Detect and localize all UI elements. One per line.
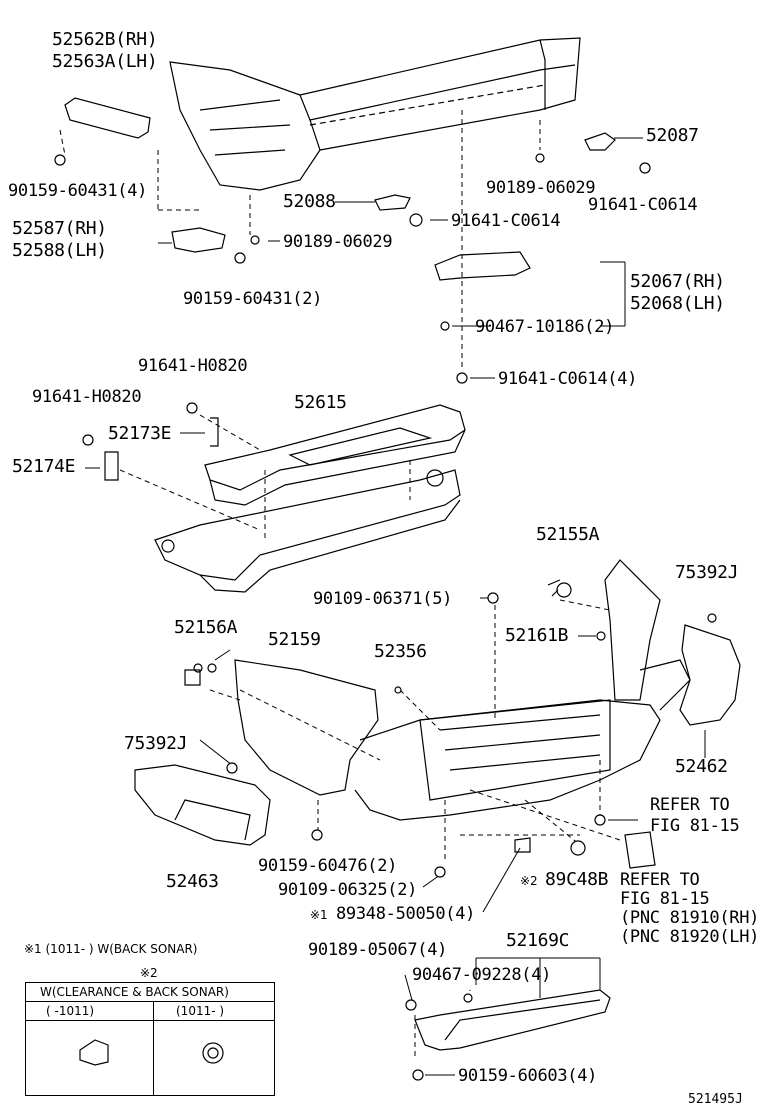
label-89C48B: 89C48B	[545, 869, 609, 890]
label-refer2-line3: (PNC 81910(RH)	[620, 908, 760, 928]
label-90189-06029-a: 90189-06029	[283, 232, 393, 252]
legend-header: W(CLEARANCE & BACK SONAR)	[40, 985, 229, 999]
label-52462: 52462	[675, 756, 728, 777]
label-52356: 52356	[374, 641, 427, 662]
label-refer2-line4: (PNC 81920(LH)	[620, 927, 760, 947]
bracket-52562B	[64, 97, 151, 139]
label-52159: 52159	[268, 629, 321, 650]
legend-header-row: W(CLEARANCE & BACK SONAR)	[26, 983, 274, 1002]
label-52463: 52463	[166, 871, 219, 892]
legend-divider	[153, 1002, 154, 1095]
bracket-52587	[171, 227, 226, 253]
cover-52462	[679, 624, 741, 726]
label-90467-10186: 90467-10186(2)	[475, 317, 615, 337]
legend-column-row: ( -1011) (1011- )	[26, 1002, 274, 1021]
label-52067: 52067(RH)	[630, 271, 725, 292]
legend-table: W(CLEARANCE & BACK SONAR) ( -1011) (1011…	[25, 982, 275, 1096]
bracket-52088	[374, 194, 411, 211]
label-52587: 52587(RH)	[12, 218, 107, 239]
reinforcement-52615	[204, 404, 466, 491]
legend-col-1: ( -1011)	[46, 1004, 95, 1018]
label-90189-05067: 90189-05067(4)	[308, 940, 448, 960]
label-52088: 52088	[283, 191, 336, 212]
label-52588: 52588(LH)	[12, 240, 107, 261]
bumper-cover-52159	[234, 659, 379, 796]
label-91641-C0614-4: 91641-C0614(4)	[498, 369, 638, 389]
label-52068: 52068(LH)	[630, 293, 725, 314]
label-91641-H0820-b: 91641-H0820	[32, 387, 142, 407]
label-52087: 52087	[646, 125, 699, 146]
label-91641-C0614-a: 91641-C0614	[451, 211, 561, 231]
label-91641-C0614-b: 91641-C0614	[588, 195, 698, 215]
label-90109-06325: 90109-06325(2)	[278, 880, 418, 900]
mark-1-89348: ※1	[310, 908, 328, 922]
label-52173E: 52173E	[108, 423, 172, 444]
label-52156A: 52156A	[174, 617, 238, 638]
cover-52463	[134, 764, 271, 846]
mark-2-89C48B: ※2	[520, 874, 538, 888]
label-75392J-a: 75392J	[675, 562, 739, 583]
label-52174E: 52174E	[12, 456, 76, 477]
label-52161B: 52161B	[505, 625, 569, 646]
label-90159-60431-2: 90159-60431(2)	[183, 289, 323, 309]
label-refer1-line1: REFER TO	[650, 795, 730, 815]
label-refer2-line2: FIG 81-15	[620, 889, 710, 909]
label-90159-60431-4: 90159-60431(4)	[8, 181, 148, 201]
label-90159-60603: 90159-60603(4)	[458, 1066, 598, 1086]
diagram-id: 521495J	[688, 1092, 743, 1107]
label-52563A: 52563A(LH)	[52, 51, 158, 72]
label-refer1-line2: FIG 81-15	[650, 816, 740, 836]
body-rear-panel	[169, 61, 321, 191]
label-89348-50050: 89348-50050(4)	[336, 904, 476, 924]
label-75392J-b: 75392J	[124, 733, 188, 754]
label-52562B: 52562B(RH)	[52, 29, 158, 50]
lower-beam	[154, 469, 461, 581]
legend-note-1: ※1 (1011- ) W(BACK SONAR)	[24, 942, 198, 956]
label-90159-60476: 90159-60476(2)	[258, 856, 398, 876]
label-91641-H0820-a: 91641-H0820	[138, 356, 248, 376]
label-90109-06371: 90109-06371(5)	[313, 589, 453, 609]
label-90467-09228: 90467-09228(4)	[412, 965, 552, 985]
label-52169C: 52169C	[506, 930, 570, 951]
legend-col-2: (1011- )	[176, 1004, 225, 1018]
label-refer2-line1: REFER TO	[620, 870, 700, 890]
label-90189-06029-b: 90189-06029	[486, 178, 596, 198]
step-52169C	[414, 989, 611, 1051]
bracket-52067	[434, 251, 531, 281]
label-52155A: 52155A	[536, 524, 600, 545]
bracket-52087	[584, 132, 616, 151]
legend-note-2: ※2	[140, 966, 158, 980]
label-52615: 52615	[294, 392, 347, 413]
